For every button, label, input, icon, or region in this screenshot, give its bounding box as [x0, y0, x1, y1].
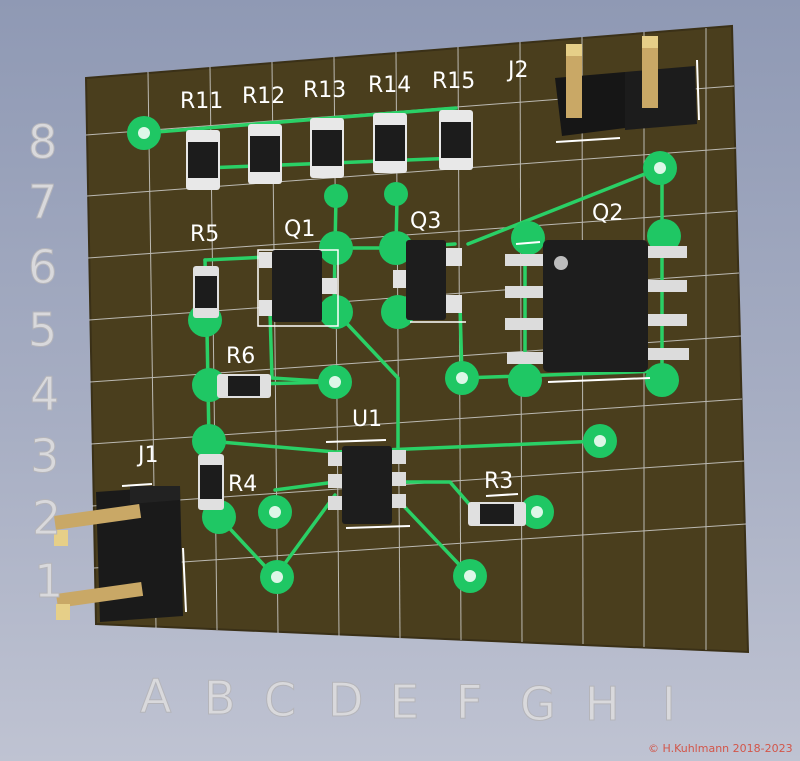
via-holes [138, 127, 666, 583]
transistor-q3 [393, 240, 466, 323]
label-r4: R4 [228, 472, 257, 497]
row-label-6: 6 [28, 240, 57, 294]
row-label-7: 7 [28, 175, 57, 229]
label-r13: R13 [303, 78, 346, 103]
label-r15: R15 [432, 69, 475, 94]
label-r6: R6 [226, 344, 255, 369]
label-j1: J1 [136, 443, 159, 468]
col-label-d: D [328, 673, 363, 727]
label-r5: R5 [190, 222, 219, 247]
copyright-text: © H.Kuhlmann 2018-2023 [648, 742, 793, 755]
header-j2 [555, 36, 700, 143]
label-j2: J2 [506, 58, 529, 83]
label-r3: R3 [484, 469, 513, 494]
column-labels: A B C D E F G H I [140, 669, 677, 732]
col-label-c: C [264, 673, 296, 727]
transistor-q1 [257, 249, 339, 327]
resistor-r3 [468, 493, 526, 526]
col-label-f: F [456, 675, 482, 729]
col-label-a: A [140, 669, 172, 723]
label-r14: R14 [368, 73, 411, 98]
row-label-4: 4 [30, 367, 59, 421]
label-q3: Q3 [410, 209, 441, 234]
header-j1 [54, 483, 187, 622]
col-label-h: H [585, 677, 620, 731]
col-label-i: I [662, 677, 676, 731]
row-label-8: 8 [28, 115, 57, 169]
row-label-2: 2 [32, 491, 61, 545]
ic-q2 [505, 240, 689, 383]
resistor-array [186, 110, 473, 190]
label-q1: Q1 [284, 217, 315, 242]
label-r11: R11 [180, 89, 223, 114]
row-label-3: 3 [30, 429, 59, 483]
resistor-r5 [193, 266, 219, 318]
col-label-g: G [520, 677, 556, 731]
reference-designators: R11 R12 R13 R14 R15 J2 R5 Q1 Q3 Q2 R6 U1… [136, 58, 623, 497]
resistor-r4 [198, 454, 224, 510]
label-q2: Q2 [592, 201, 623, 226]
resistor-r6 [217, 374, 271, 398]
row-label-1: 1 [34, 554, 63, 608]
col-label-e: E [390, 675, 419, 729]
col-label-b: B [204, 671, 236, 725]
label-r12: R12 [242, 84, 285, 109]
ic-u1 [325, 439, 411, 529]
row-labels: 8 7 6 5 4 3 2 1 [28, 115, 64, 609]
row-label-5: 5 [28, 303, 57, 357]
label-u1: U1 [352, 407, 382, 432]
